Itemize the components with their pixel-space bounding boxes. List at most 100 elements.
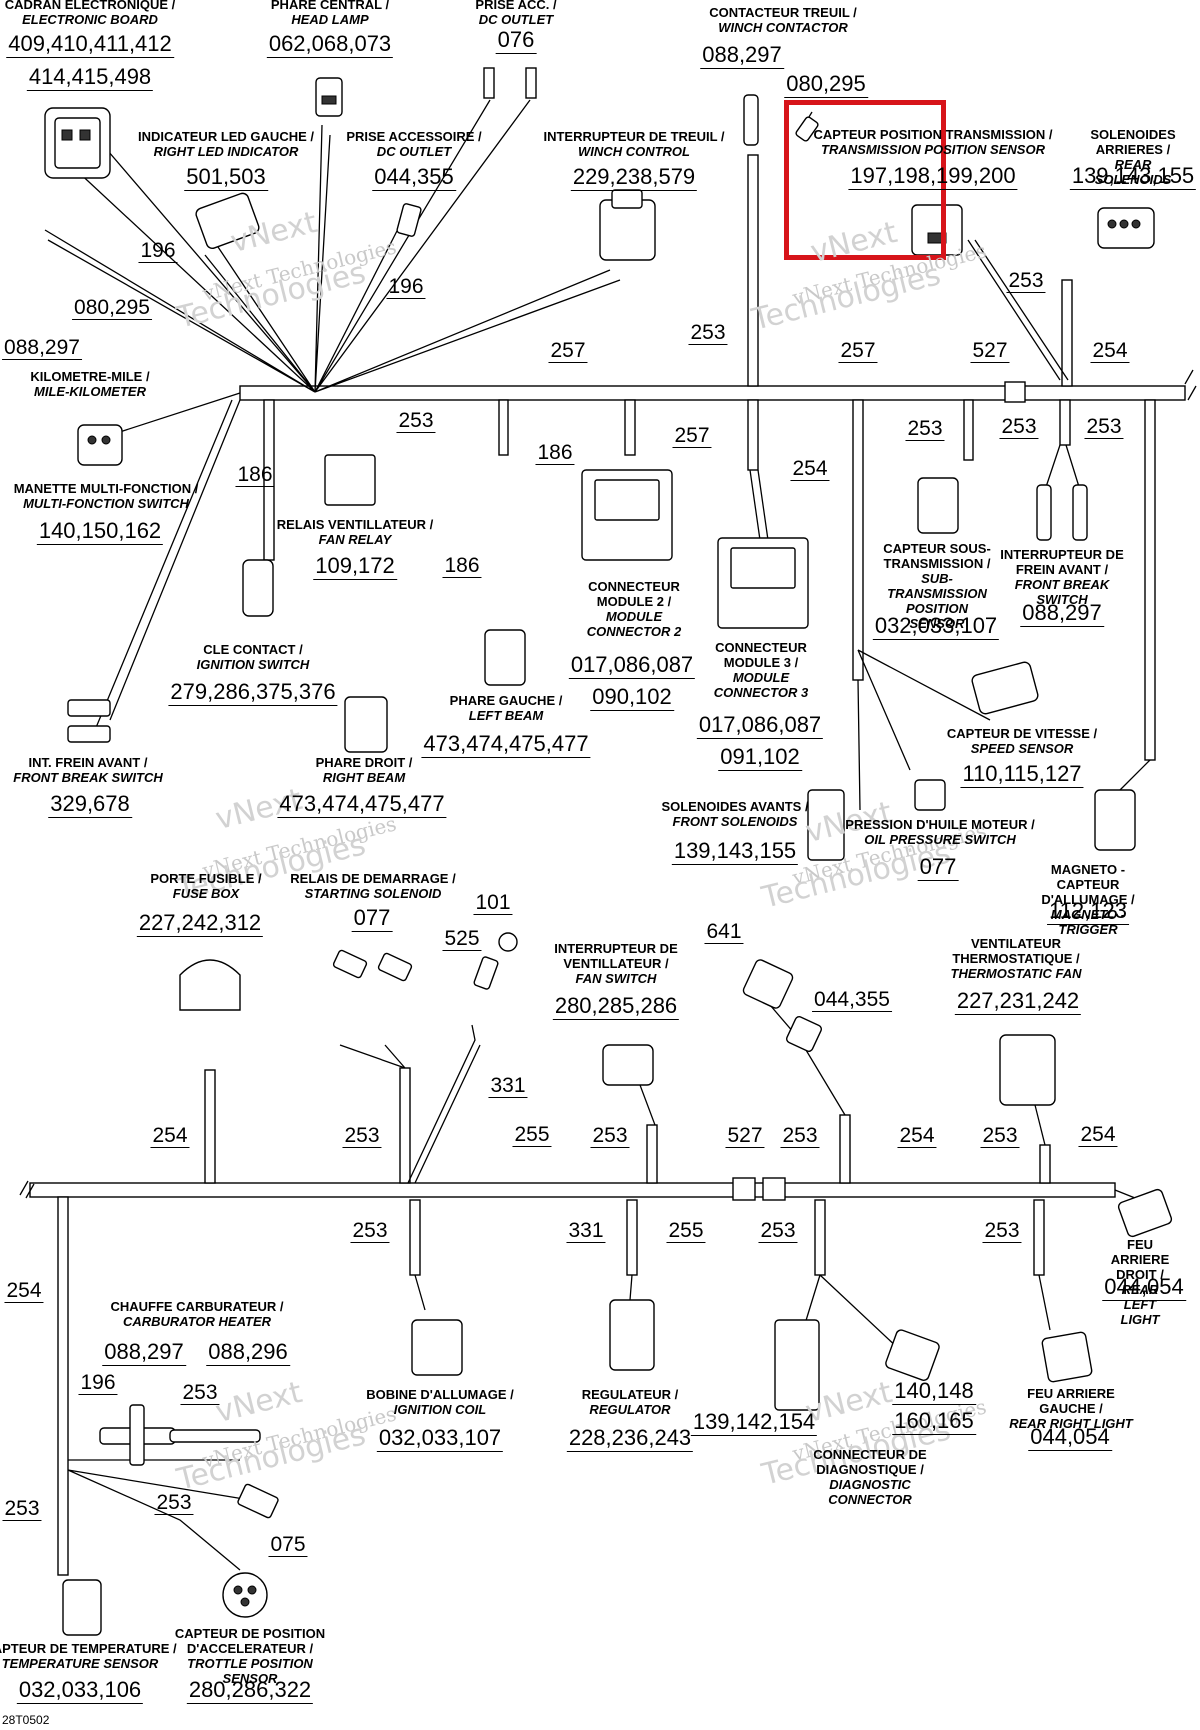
part-numbers: 473,474,475,477 — [277, 791, 447, 818]
part-numbers: 077 — [917, 854, 959, 881]
ref-number: 254 — [150, 1124, 190, 1148]
label-dc-outlet: PRISE ACCESSOIRE / DC OUTLET — [346, 129, 482, 160]
part-numbers: 140,150,162 — [36, 518, 164, 545]
label-en: IGNITION SWITCH — [196, 656, 310, 672]
label-en: IGNITION COIL — [393, 1401, 487, 1417]
part-numbers: 112,123 — [1047, 898, 1129, 925]
ref-number: 101 — [473, 891, 513, 915]
label-fr: INDICATEUR LED GAUCHE / — [138, 129, 314, 144]
ref-number: 255 — [512, 1123, 552, 1147]
label-fr: CONNECTEUR MODULE 3 / — [715, 640, 807, 670]
label-fr: SOLENOIDES AVANTS / — [661, 799, 809, 814]
label-en: WINCH CONTACTOR — [718, 19, 848, 35]
part-numbers: 279,286,375,376 — [168, 679, 338, 706]
ref-number: 257 — [548, 339, 588, 363]
ref-number: 253 — [396, 409, 436, 433]
ref-number: 186 — [235, 463, 275, 487]
part-numbers: 139,143,155 — [671, 838, 799, 865]
label-sub-transmission: CAPTEUR SOUS-TRANSMISSION / SUB-TRANSMIS… — [877, 541, 997, 632]
label-magneto: MAGNETO - CAPTEUR D'ALLUMAGE / MAGNETO -… — [1032, 862, 1144, 938]
part-numbers: 091,102 — [718, 744, 802, 771]
label-ignition-switch: CLE CONTACT / IGNITION SWITCH — [196, 642, 310, 673]
label-en: MAGNETO - TRIGGER — [1050, 906, 1126, 937]
ref-number: 257 — [838, 339, 878, 363]
lower-connectors — [62, 932, 1173, 1636]
label-fan-relay: RELAIS VENTILLATEUR / FAN RELAY — [276, 517, 434, 548]
label-fr: CONNECTEUR DE DIAGNOSTIQUE / — [813, 1447, 927, 1477]
ref-number: 196 — [78, 1371, 118, 1395]
ref-number: 641 — [704, 920, 744, 944]
lower-main-harness — [19, 1177, 1141, 1201]
ref-number: 253 — [342, 1124, 382, 1148]
label-front-solenoids: SOLENOIDES AVANTS / FRONT SOLENOIDS — [661, 799, 809, 830]
label-en: REAR RIGHT LIGHT — [1009, 1415, 1133, 1431]
label-fr: CAPTEUR DE VITESSE / — [946, 726, 1098, 741]
label-transmission-sensor: CAPTEUR POSITION TRANSMISSION / TRANSMIS… — [813, 127, 1053, 158]
label-fr: BOBINE D'ALLUMAGE / — [366, 1387, 514, 1402]
label-fr: PRISE ACC. / — [475, 0, 557, 12]
label-fr: PHARE GAUCHE / — [449, 693, 563, 708]
label-en: MODULE CONNECTOR 2 — [586, 608, 682, 639]
label-fr: FEU ARRIERE DROIT / — [1110, 1237, 1170, 1282]
ref-number: 254 — [1090, 339, 1130, 363]
ref-number: 253 — [154, 1491, 194, 1515]
ref-number: 253 — [1006, 269, 1046, 293]
upper-connectors — [44, 67, 1155, 861]
part-numbers: 032,033,106 — [16, 1677, 144, 1704]
ref-number: 253 — [780, 1124, 820, 1148]
ref-number: 186 — [535, 441, 575, 465]
label-fan-switch: INTERRUPTEUR DE VENTILLATEUR / FAN SWITC… — [546, 941, 686, 987]
ref-number: 331 — [566, 1219, 606, 1243]
label-fr: CHAUFFE CARBURATEUR / — [110, 1299, 284, 1314]
ref-number: 254 — [4, 1279, 44, 1303]
label-en: DC OUTLET — [478, 11, 554, 27]
label-en: MILE-KILOMETER — [34, 383, 146, 399]
ref-number: 186 — [442, 554, 482, 578]
label-en: HEAD LAMP — [291, 11, 369, 27]
ref-number: 088,297 — [2, 336, 82, 360]
label-electronic-board: CADRAN ELECTRONIQUE / ELECTRONIC BOARD — [5, 0, 175, 28]
drawing-code: 28T0502 — [2, 1713, 50, 1727]
label-module2: CONNECTEUR MODULE 2 / MODULE CONNECTOR 2 — [586, 579, 682, 640]
part-numbers: 197,198,199,200 — [848, 163, 1018, 190]
label-fr: SOLENOIDES ARRIERES / — [1090, 127, 1176, 157]
label-fr: CAPTEUR POSITION TRANSMISSION / — [813, 127, 1053, 142]
label-fr: INTERRUPTEUR DE FREIN AVANT / — [1000, 547, 1124, 577]
label-en: TRANSMISSION POSITION SENSOR — [821, 141, 1045, 157]
highlight-box — [784, 100, 946, 260]
upper-left-wire-fan — [44, 99, 621, 731]
label-temperature-sensor: CAPTEUR DE TEMPERATURE / TEMPERATURE SEN… — [0, 1641, 177, 1672]
label-en: SUB-TRANSMISSION POSITION SENSOR — [887, 570, 987, 631]
label-en: SPEED SENSOR — [970, 740, 1074, 756]
label-oil-pressure: PRESSION D'HUILE MOTEUR / OIL PRESSURE S… — [845, 817, 1034, 848]
part-numbers: 110,115,127 — [960, 761, 1084, 788]
part-numbers: 109,172 — [313, 553, 397, 580]
part-numbers: 329,678 — [48, 791, 132, 818]
label-winch-control: INTERRUPTEUR DE TREUIL / WINCH CONTROL — [543, 129, 724, 160]
part-numbers: 044,054 — [1028, 1424, 1112, 1451]
label-fr: FEU ARRIERE GAUCHE / — [1027, 1386, 1115, 1416]
label-module3: CONNECTEUR MODULE 3 / MODULE CONNECTOR 3 — [714, 640, 809, 701]
label-en: REAR LEFT LIGHT — [1120, 1281, 1160, 1327]
label-ignition-coil: BOBINE D'ALLUMAGE / IGNITION COIL — [366, 1387, 514, 1418]
label-fr: PRISE ACCESSOIRE / — [346, 129, 482, 144]
label-fr: PHARE CENTRAL / — [270, 0, 390, 12]
ref-number: 253 — [982, 1219, 1022, 1243]
label-head-lamp: PHARE CENTRAL / HEAD LAMP — [271, 0, 389, 28]
part-numbers: 227,242,312 — [136, 910, 264, 937]
label-en: LEFT BEAM — [468, 707, 544, 723]
label-en: THERMOSTATIC FAN — [950, 965, 1082, 981]
label-en: FAN SWITCH — [575, 970, 657, 986]
ref-number: 044,355 — [812, 988, 892, 1012]
part-numbers: 062,068,073 — [266, 31, 394, 58]
part-numbers: 088,297 — [700, 42, 784, 69]
label-fr: INTERRUPTEUR DE VENTILLATEUR / — [554, 941, 678, 971]
label-fr: CONNECTEUR MODULE 2 / — [588, 579, 680, 609]
label-fr: RELAIS VENTILLATEUR / — [276, 517, 434, 532]
part-numbers: 088,296 — [206, 1339, 290, 1366]
label-fr: MANETTE MULTI-FONCTION / — [13, 481, 199, 496]
label-rear-solenoids: SOLENOIDES ARRIERES / REAR SOLENOIDS — [1090, 127, 1176, 188]
ref-number: 527 — [970, 339, 1010, 363]
label-fr: MAGNETO - CAPTEUR D'ALLUMAGE / — [1041, 862, 1135, 907]
